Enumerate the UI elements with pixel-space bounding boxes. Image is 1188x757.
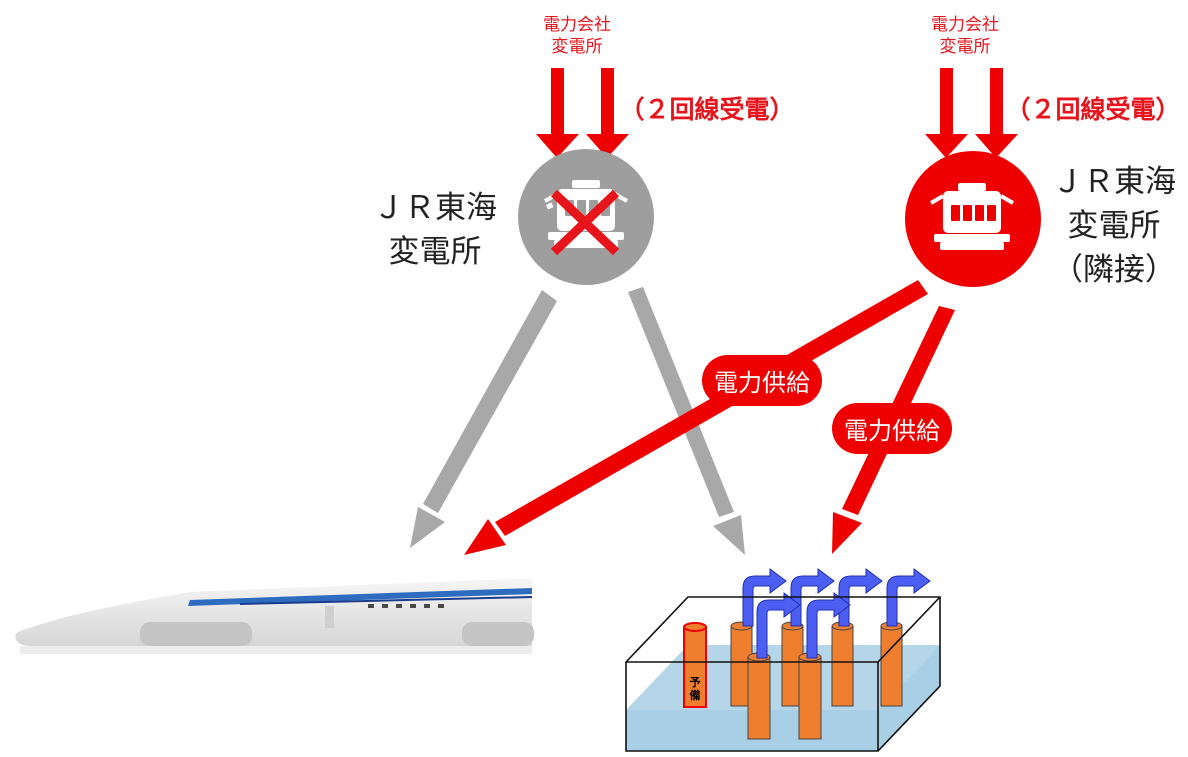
jr-substation-left-icon — [518, 149, 654, 285]
substation-name-line1: ＪＲ東海 — [1052, 164, 1176, 200]
current-flow-arrows — [742, 568, 931, 659]
jr-substation-right-icon — [905, 151, 1041, 287]
incoming-line-arrows-left — [536, 68, 629, 158]
substation-name-line2: 変電所 — [1067, 208, 1161, 244]
substation-name-line2: 変電所 — [388, 234, 482, 270]
dual-circuit-label-right: （２回線受電） — [1005, 95, 1181, 124]
spare-label: 予備 — [689, 676, 701, 702]
power-supply-label-tank: 電力供給 — [832, 403, 952, 454]
tank-outline — [625, 596, 941, 752]
power-supply-label-train: 電力供給 — [702, 355, 822, 406]
spare-electrode — [683, 622, 707, 708]
substation-name-line3: （隣接） — [1052, 252, 1176, 288]
substation-name-line1: ＪＲ東海 — [373, 190, 497, 226]
power-company-label-right: 電力会社 変電所 — [925, 14, 1005, 58]
source-label-line2: 変電所 — [551, 37, 603, 57]
out-of-service-x-icon — [550, 189, 620, 256]
source-label-line1: 電力会社 — [931, 15, 999, 35]
inactive-supply-arrows — [410, 287, 745, 555]
dual-circuit-label-left: （２回線受電） — [619, 95, 795, 124]
source-label-line1: 電力会社 — [543, 15, 611, 35]
electrode-tank-icon — [625, 568, 941, 752]
source-label-line2: 変電所 — [939, 37, 991, 57]
incoming-line-arrows-right — [925, 68, 1018, 158]
maglev-train-icon — [15, 578, 534, 654]
jr-substation-right-name: ＪＲ東海 変電所 （隣接） — [1040, 160, 1188, 292]
jr-substation-left-name: ＪＲ東海 変電所 — [360, 186, 510, 274]
power-company-label-left: 電力会社 変電所 — [537, 14, 617, 58]
